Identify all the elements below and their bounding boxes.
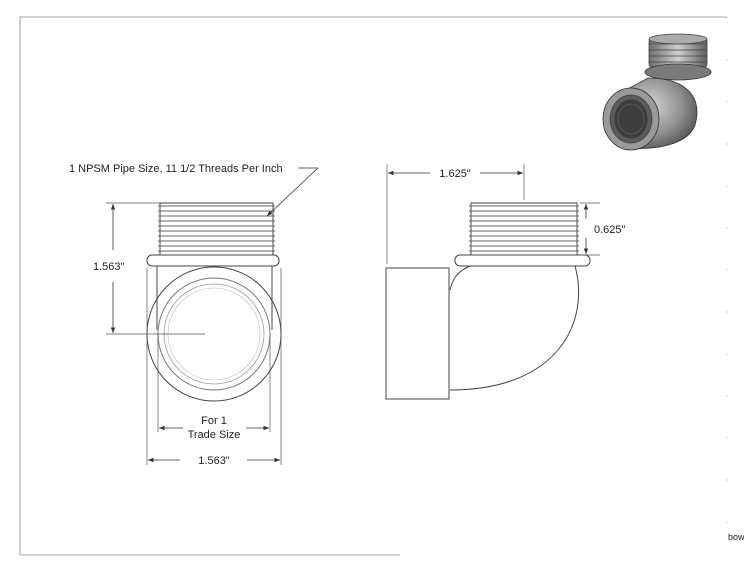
side-thread-label: 0.625": [594, 224, 626, 236]
side-elbow-inner-curve: [449, 265, 471, 291]
trade-size-dimension: [157, 334, 271, 432]
front-view: [146, 202, 282, 402]
front-width-label: 1.563": [198, 455, 230, 467]
front-thread: [158, 202, 275, 256]
thread-note-leader: [266, 167, 319, 217]
side-width-dimension: [386, 164, 525, 264]
drawing-border: [19, 16, 728, 556]
side-elbow-outer-curve: [449, 265, 579, 391]
side-flange: [454, 254, 591, 267]
front-width-dimension: [146, 268, 282, 465]
side-thread: [469, 202, 579, 256]
front-height-label: 1.563": [93, 261, 125, 273]
side-hub: [385, 267, 450, 400]
trade-size-label-line1: For 1: [201, 415, 227, 427]
side-thread-dimension: [580, 202, 600, 256]
front-flange: [146, 254, 280, 267]
side-width-label: 1.625": [439, 168, 471, 180]
thread-spec-note: 1 NPSM Pipe Size, 11 1/2 Threads Per Inc…: [69, 163, 283, 175]
side-view: [385, 202, 591, 400]
pipe-elbow-3d-render-icon: [602, 33, 712, 151]
corner-title-fragment: bow: [728, 532, 744, 542]
front-height-dimension: [106, 202, 205, 335]
trade-size-label-line2: Trade Size: [188, 429, 241, 441]
